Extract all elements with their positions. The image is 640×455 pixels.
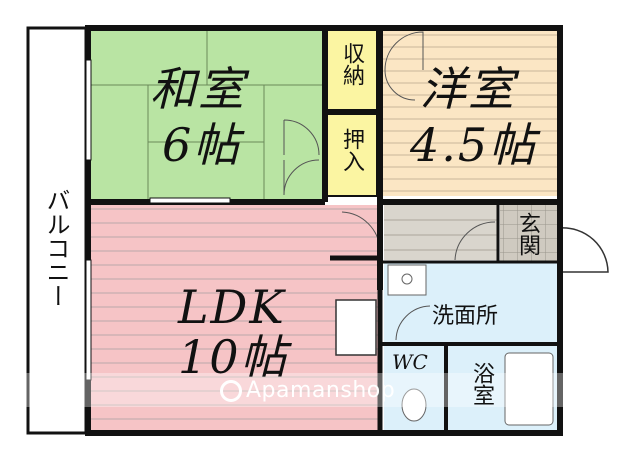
- balcony-label: バルコニー: [42, 188, 70, 308]
- washitsu-size: 6帖: [162, 118, 242, 172]
- genkan-label: 玄関: [515, 212, 540, 256]
- toilet-icon: [401, 388, 427, 422]
- washbasin-icon: [387, 264, 427, 296]
- entrance-door-icon: [559, 227, 609, 273]
- washitsu-name: 和室: [150, 62, 246, 116]
- watermark-text: Apamanshop: [246, 378, 396, 403]
- kitchen-sink: [335, 299, 377, 356]
- watermark-logo-icon: [220, 380, 242, 402]
- ldk-size: 10帖: [178, 330, 289, 384]
- shuunou-label: 収納: [339, 42, 364, 86]
- youshitsu-room: [382, 30, 557, 196]
- oshiire-label: 押入: [339, 128, 364, 172]
- shuunou-storage: [326, 29, 378, 111]
- washitsu-room: [90, 30, 322, 200]
- hallway: [384, 205, 497, 260]
- bathtub-icon: [504, 352, 554, 426]
- youshitsu-size: 4.5帖: [410, 118, 538, 172]
- yokushitsu-bath: [448, 346, 557, 430]
- watermark-band: [0, 373, 640, 407]
- wc-room: [384, 346, 444, 430]
- wc-label: WC: [392, 350, 428, 374]
- balcony-area: [26, 26, 88, 435]
- senmenjo-label: 洗面所: [432, 304, 499, 329]
- youshitsu-name: 洋室: [420, 62, 516, 116]
- senmenjo-washroom: [384, 262, 557, 342]
- yokushitsu-label: 浴室: [469, 362, 494, 406]
- ldk-name: LDK: [178, 280, 286, 334]
